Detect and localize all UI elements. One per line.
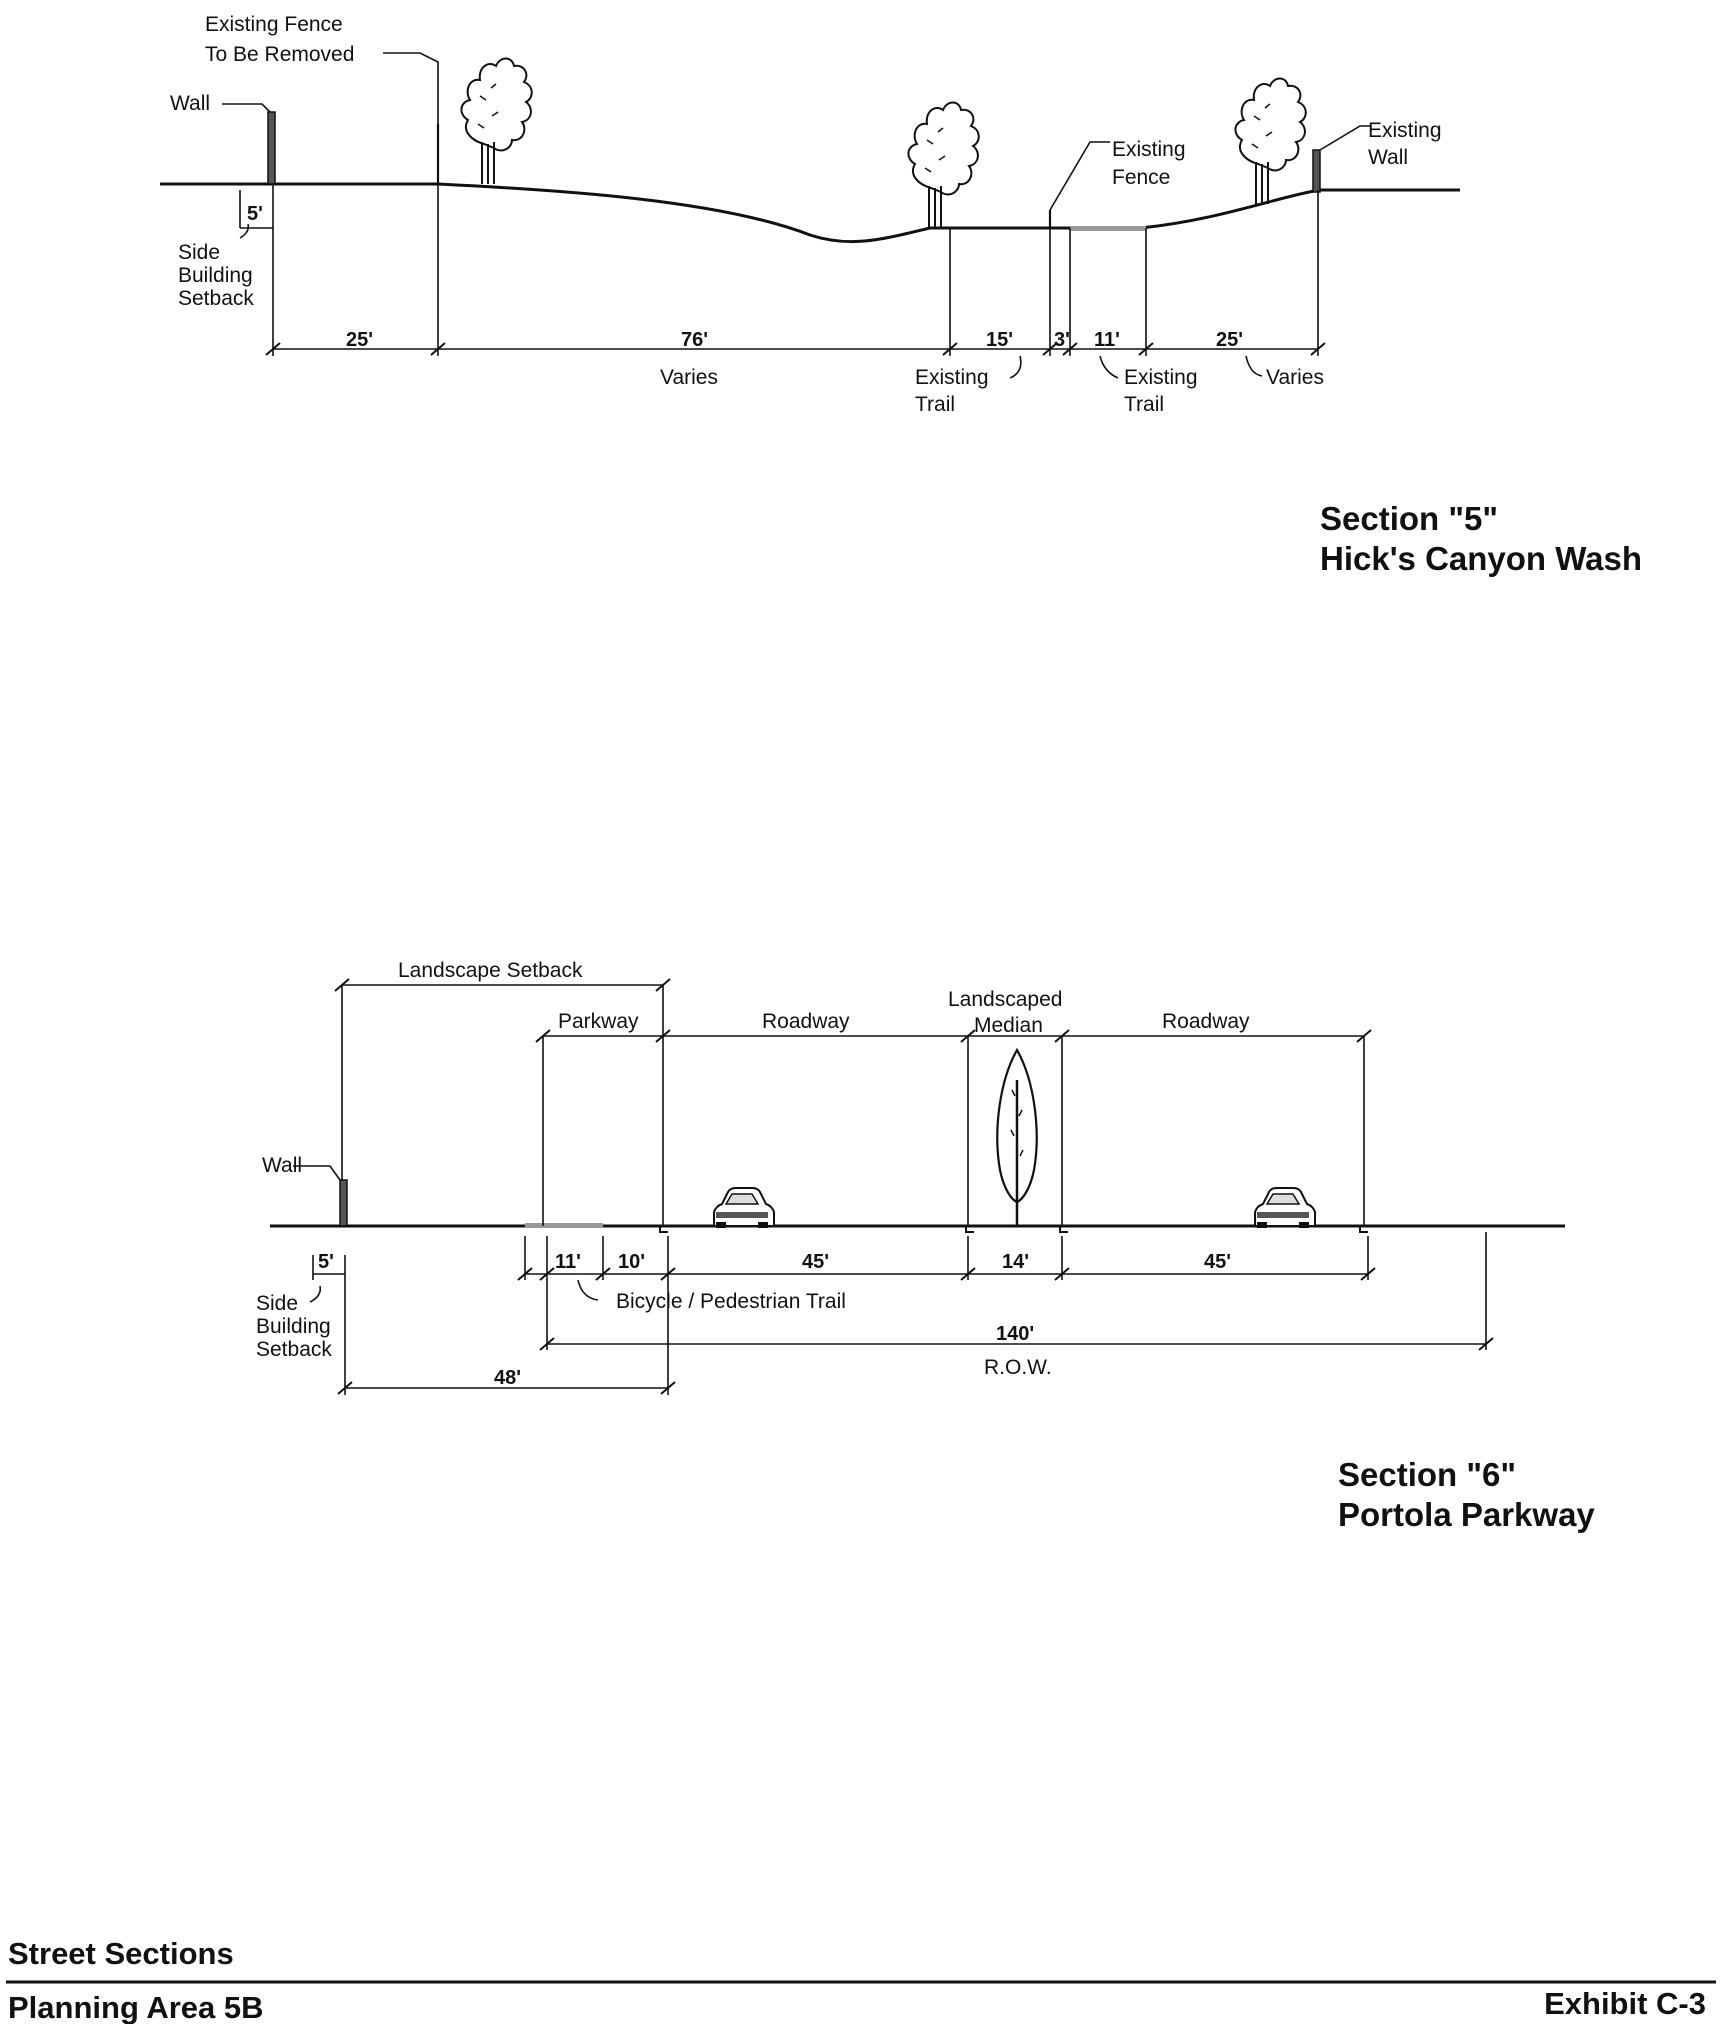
label-existing-fence: Existing: [1112, 138, 1186, 161]
car-icon: [713, 1187, 775, 1229]
car-icon: [1254, 1187, 1316, 1229]
tree-icon: [1234, 77, 1307, 205]
label-landscaped: Landscaped: [948, 988, 1062, 1011]
label-existing-trail-a: Existing: [915, 366, 989, 389]
section-6-subtitle: Portola Parkway: [1338, 1496, 1595, 1533]
dim-3: 3': [1054, 329, 1070, 351]
dim-140: 140': [996, 1323, 1034, 1345]
dim-45-right: 45': [1204, 1251, 1231, 1273]
dim-setback: 5': [318, 1251, 334, 1273]
dim-45-left: 45': [802, 1251, 829, 1273]
label-existing-fence-removed-2: To Be Removed: [205, 43, 354, 66]
label-existing-wall: Existing: [1368, 119, 1442, 142]
dim-25-left: 25': [346, 329, 373, 351]
label-row: R.O.W.: [984, 1356, 1052, 1379]
label-side: Side: [256, 1292, 298, 1315]
label-bike-trail: Bicycle / Pedestrian Trail: [616, 1290, 846, 1313]
dim-25-right: 25': [1216, 329, 1243, 351]
dim-10: 10': [618, 1251, 645, 1273]
label-landscape-setback: Landscape Setback: [398, 959, 583, 982]
label-existing-fence-2: Fence: [1112, 166, 1170, 189]
label-building: Building: [178, 264, 253, 287]
dim-76: 76': [681, 329, 708, 351]
label-wall: Wall: [170, 92, 210, 115]
tree-icon: [460, 57, 533, 185]
label-roadway-left: Roadway: [762, 1010, 850, 1033]
dim-14: 14': [1002, 1251, 1029, 1273]
section-5-subtitle: Hick's Canyon Wash: [1320, 540, 1642, 577]
label-wall: Wall: [262, 1154, 302, 1177]
footer-title: Street Sections: [8, 1936, 234, 1971]
label-median: Median: [974, 1014, 1043, 1037]
label-varies-center: Varies: [660, 366, 718, 389]
label-parkway: Parkway: [558, 1010, 639, 1033]
dim-11: 11': [555, 1251, 581, 1273]
label-setback: Setback: [256, 1338, 332, 1361]
section-5-title: Section "5": [1320, 500, 1498, 537]
section-6-diagram: Landscape Setback Parkway Roadway Landsc…: [256, 959, 1595, 1533]
wall-marker: [267, 111, 276, 185]
footer-area: Planning Area 5B: [8, 1990, 264, 2024]
label-side: Side: [178, 241, 220, 264]
footer-exhibit: Exhibit C-3: [1544, 1986, 1706, 2021]
label-existing-trail-b: Existing: [1124, 366, 1198, 389]
label-setback: Setback: [178, 287, 254, 310]
label-existing-trail-b-2: Trail: [1124, 393, 1164, 416]
label-varies-right: Varies: [1266, 366, 1324, 389]
dim-48: 48': [494, 1367, 521, 1389]
dim-15: 15': [986, 329, 1013, 351]
section-5-diagram: Existing Fence To Be Removed Wall Existi…: [160, 13, 1642, 577]
dim-setback: 5': [247, 203, 263, 225]
label-existing-trail-a-2: Trail: [915, 393, 955, 416]
tree-icon: [907, 101, 980, 229]
section-6-title: Section "6": [1338, 1456, 1516, 1493]
label-existing-wall-2: Wall: [1368, 146, 1408, 169]
footer: Street Sections Planning Area 5B Exhibit…: [6, 1936, 1716, 2024]
label-roadway-right: Roadway: [1162, 1010, 1250, 1033]
label-existing-fence-removed: Existing Fence: [205, 13, 343, 36]
label-building: Building: [256, 1315, 331, 1338]
dim-11: 11': [1094, 329, 1120, 351]
median-tree-icon: [996, 1047, 1038, 1226]
